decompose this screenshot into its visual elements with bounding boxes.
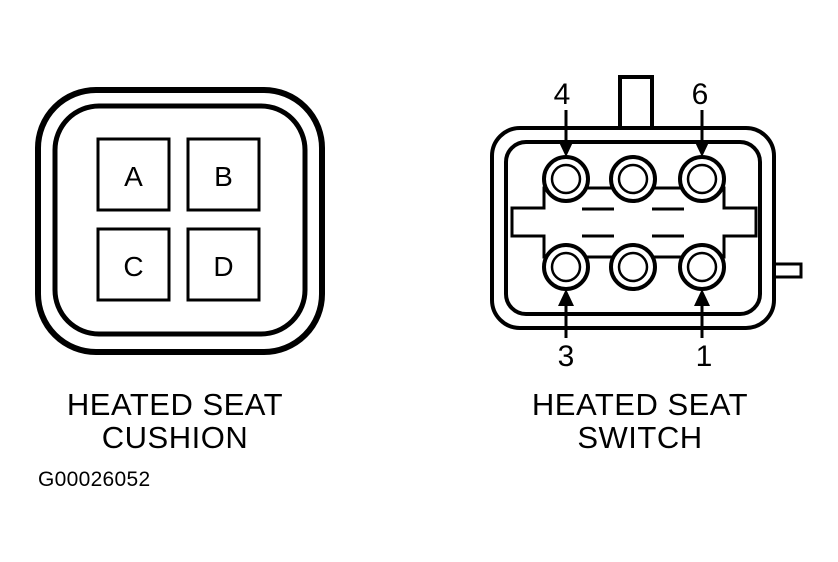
cushion-connector-caption: HEATED SEAT CUSHION — [25, 388, 325, 454]
switch-caption-line-1: HEATED SEAT — [531, 387, 749, 422]
switch-terminal-4 — [542, 155, 590, 203]
cushion-pin-d-cavity — [186, 227, 261, 302]
cushion-pin-c-cavity — [96, 227, 171, 302]
cushion-connector-inner-shell — [52, 103, 308, 337]
cushion-connector: A B C D — [35, 87, 325, 355]
switch-terminal-5 — [609, 155, 657, 203]
cushion-pin-c-label: C — [123, 251, 143, 282]
switch-connector: 4 6 3 1 — [490, 75, 803, 373]
cushion-pin-d-label: D — [213, 251, 233, 282]
cushion-pin-b-label: B — [214, 161, 233, 192]
cushion-caption-line-2: CUSHION — [101, 420, 249, 455]
switch-terminal-3 — [542, 243, 590, 291]
cushion-pin-a-label: A — [124, 161, 143, 192]
switch-connector-latch — [618, 75, 654, 128]
switch-caption-line-2: SWITCH — [577, 420, 703, 455]
switch-terminal-6 — [678, 155, 726, 203]
switch-connector-carrier-rails — [582, 207, 684, 238]
cushion-caption-line-1: HEATED SEAT — [66, 387, 284, 422]
callout-arrow-6 — [694, 110, 710, 157]
figure-id: G00026052 — [38, 468, 151, 491]
callout-label-1: 1 — [696, 340, 713, 373]
callout-arrow-1 — [694, 289, 710, 338]
callout-arrow-3 — [558, 289, 574, 338]
callout-label-4: 4 — [554, 78, 571, 111]
callout-label-6: 6 — [692, 78, 709, 111]
switch-terminal-2 — [609, 243, 657, 291]
cushion-pin-b-cavity — [186, 137, 261, 212]
cushion-connector-outer-shell — [35, 87, 325, 355]
callout-arrow-4 — [558, 110, 574, 157]
switch-connector-side-tab — [771, 262, 803, 279]
switch-connector-caption: HEATED SEAT SWITCH — [490, 388, 790, 454]
switch-terminal-1 — [678, 243, 726, 291]
switch-connector-inner-shell — [504, 140, 762, 316]
cushion-pin-a-cavity — [96, 137, 171, 212]
callout-label-3: 3 — [558, 340, 575, 373]
